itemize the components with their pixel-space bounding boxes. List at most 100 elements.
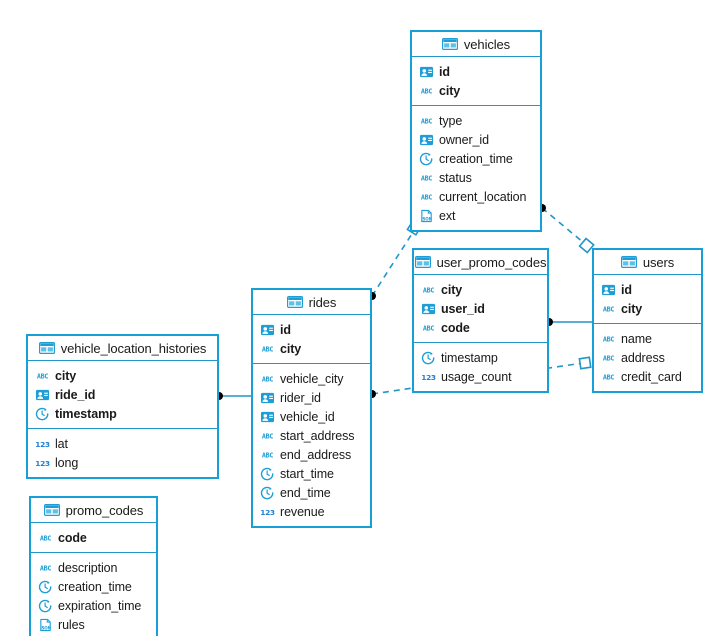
entity-header-user_promo_codes[interactable]: user_promo_codes [414, 250, 547, 275]
svg-text:123: 123 [35, 440, 50, 449]
column-field[interactable]: creation_time [31, 577, 156, 596]
table-grid-icon [441, 38, 458, 50]
field-label: expiration_time [58, 598, 142, 613]
primary-key-field[interactable]: id [594, 280, 701, 299]
field-label: user_id [441, 301, 485, 316]
entity-title: rides [308, 294, 337, 310]
field-label: id [439, 64, 450, 79]
column-field[interactable]: timestamp [414, 348, 547, 367]
column-field[interactable]: end_time [253, 483, 370, 502]
field-label: credit_card [621, 369, 682, 384]
abc-icon: ABC [262, 432, 274, 440]
uuid-icon [601, 284, 616, 295]
primary-key-field[interactable]: id [412, 62, 540, 81]
clock-icon [260, 467, 274, 480]
svg-text:ABC: ABC [421, 193, 433, 201]
primary-key-field[interactable]: id [253, 320, 370, 339]
svg-text:ABC: ABC [40, 564, 52, 572]
field-label: address [621, 350, 665, 365]
entity-header-rides[interactable]: rides [253, 290, 370, 315]
field-label: code [58, 530, 87, 545]
field-label: creation_time [439, 151, 513, 166]
column-field[interactable]: expiration_time [31, 596, 156, 615]
svg-text:ABC: ABC [603, 335, 615, 343]
clock-icon [38, 599, 52, 612]
clock-icon [35, 407, 49, 420]
entity-title: promo_codes [65, 502, 144, 518]
relationship-vehicles-to-users [538, 204, 595, 254]
svg-text:ABC: ABC [262, 375, 274, 383]
column-field[interactable]: ABC vehicle_city [253, 369, 370, 388]
column-field[interactable]: vehicle_id [253, 407, 370, 426]
column-field[interactable]: rider_id [253, 388, 370, 407]
primary-key-field[interactable]: ride_id [28, 385, 217, 404]
column-field[interactable]: creation_time [412, 149, 540, 168]
abc-icon: ABC [421, 174, 433, 182]
field-label: vehicle_city [280, 371, 344, 386]
abc-icon: ABC [40, 564, 52, 572]
primary-key-field[interactable]: ABC code [31, 528, 156, 547]
entity-title: vehicle_location_histories [60, 340, 207, 356]
svg-text:ABC: ABC [40, 534, 52, 542]
abc-icon: ABC [421, 193, 433, 201]
uuid-icon [260, 411, 275, 422]
entity-header-promo_codes[interactable]: promo_codes [31, 498, 156, 523]
clock-icon [38, 580, 52, 593]
primary-key-field[interactable]: timestamp [28, 404, 217, 423]
abc-icon: ABC [603, 354, 615, 362]
relationship-line [541, 207, 591, 249]
field-label: long [55, 455, 79, 470]
column-field[interactable]: start_time [253, 464, 370, 483]
field-label: status [439, 170, 472, 185]
abc-icon: ABC [421, 87, 433, 95]
field-label: usage_count [441, 369, 512, 384]
column-field[interactable]: 123 lat [28, 434, 217, 453]
entity-header-vehicle_location_histories[interactable]: vehicle_location_histories [28, 336, 217, 361]
relationship-line [371, 225, 418, 297]
field-label: rider_id [280, 390, 321, 405]
field-label: id [280, 322, 291, 337]
entity-header-vehicles[interactable]: vehicles [412, 32, 540, 57]
column-field[interactable]: owner_id [412, 130, 540, 149]
field-label: lat [55, 436, 68, 451]
svg-text:ABC: ABC [423, 286, 435, 294]
entity-header-users[interactable]: users [594, 250, 701, 275]
clock-icon [421, 351, 435, 364]
column-field[interactable]: ABC address [594, 348, 701, 367]
table-grid-icon [620, 256, 637, 268]
field-label: ride_id [55, 387, 96, 402]
column-field[interactable]: ABC status [412, 168, 540, 187]
primary-key-field[interactable]: user_id [414, 299, 547, 318]
uuid-icon [35, 389, 50, 400]
field-label: id [621, 282, 632, 297]
svg-text:ABC: ABC [603, 354, 615, 362]
svg-text:ABC: ABC [262, 432, 274, 440]
